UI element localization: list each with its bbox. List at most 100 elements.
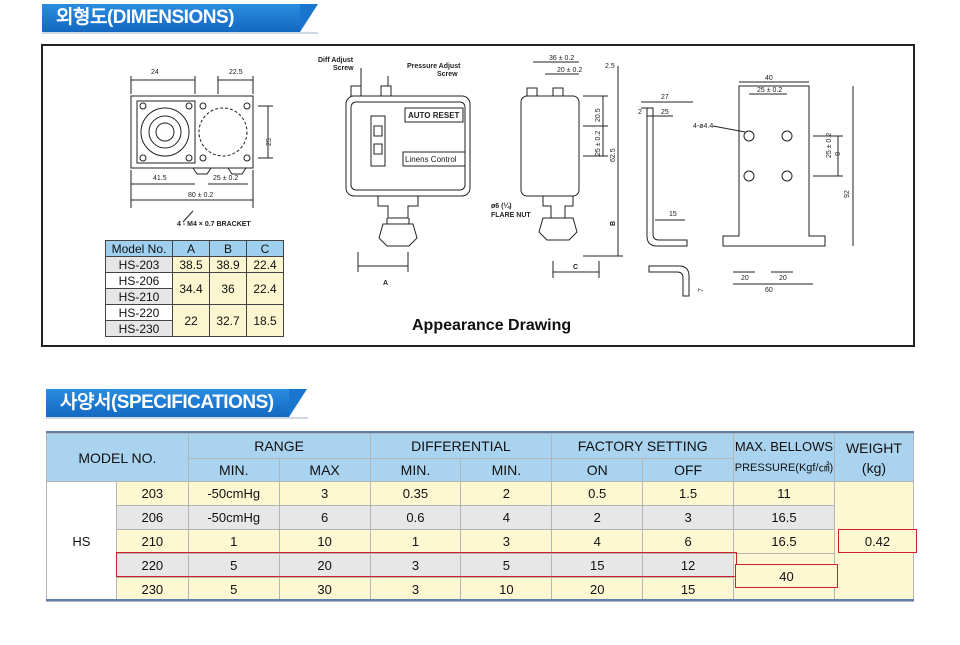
specifications-title: 사양서(SPECIFICATIONS) bbox=[60, 392, 274, 413]
dim-8: 8 bbox=[833, 152, 840, 156]
dim-b: B bbox=[610, 221, 617, 226]
spec-range-min-cell: 5 bbox=[187, 577, 280, 602]
holes-label: 4-ø4.4 bbox=[693, 123, 713, 130]
bracket-front-plate bbox=[722, 85, 826, 247]
bracket-side-profile bbox=[641, 107, 688, 247]
spec-diff-min2-cell: 2 bbox=[460, 481, 553, 506]
dim-60: 60 bbox=[765, 287, 773, 294]
spec-header-range-min: MIN. bbox=[187, 458, 280, 482]
spec-range-min-cell: -50cmHg bbox=[187, 481, 280, 506]
bracket-label: 4 - M4 × 0.7 BRACKET bbox=[177, 221, 251, 228]
front-view-left-panel bbox=[136, 100, 196, 164]
auto-reset-text: AUTO RESET bbox=[408, 111, 460, 120]
spec-range-max-cell: 10 bbox=[278, 529, 371, 554]
spec-bellows-cell: 11 bbox=[733, 481, 835, 506]
table-row: 220 5 20 3 5 15 12 bbox=[46, 553, 914, 602]
spec-range-min-cell: -50cmHg bbox=[187, 505, 280, 530]
dim-25pm-v2: 25 ± 0.2 bbox=[826, 133, 833, 158]
bracket-detail bbox=[648, 265, 690, 297]
table-row: 206 -50cmHg 6 0.6 4 2 3 16.5 bbox=[46, 505, 914, 530]
specifications-table: MODEL NO. RANGE DIFFERENTIAL FACTORY SET… bbox=[46, 433, 915, 602]
spec-off-cell: 15 bbox=[642, 577, 734, 602]
spec-header-diff-min2: MIN. bbox=[460, 458, 553, 482]
appearance-drawing-caption: Appearance Drawing bbox=[412, 317, 572, 334]
front-view-body bbox=[130, 95, 254, 169]
table-row: HS-230 bbox=[105, 320, 284, 337]
spec-range-min-cell: 5 bbox=[187, 553, 280, 578]
flare-nut-front bbox=[378, 223, 418, 247]
spec-header-bellows: MAX. BELLOWS PRESSURE(Kgf/㎠) bbox=[733, 433, 835, 482]
dim-25pm: 25 ± 0.2 bbox=[213, 175, 238, 182]
dim-25pm-v: 25 ± 0.2 bbox=[595, 131, 602, 156]
table-row: 210 1 10 1 3 4 6 16.5 bbox=[46, 529, 914, 554]
dimension-table-header: Model No. A B C bbox=[105, 240, 284, 257]
switch-scale-window bbox=[370, 115, 386, 167]
weight-value: 0.42 bbox=[864, 533, 891, 549]
spec-off-cell: 3 bbox=[642, 505, 734, 530]
diff-adjust-screw-label: Screw bbox=[333, 65, 354, 72]
pressure-adjust-label: Pressure Adjust bbox=[407, 63, 461, 70]
dim-c-cell: 22.4 bbox=[246, 272, 284, 305]
dim-model-cell: HS-210 bbox=[105, 288, 173, 305]
spec-header-off: OFF bbox=[642, 458, 734, 482]
spec-header-range-max: MAX bbox=[278, 458, 371, 482]
spec-header-weight-line1: WEIGHT bbox=[845, 439, 902, 456]
dimension-table: Model No. A B C HS-203 38.5 38.9 22.4 HS… bbox=[105, 240, 284, 337]
dim-a-cell: 38.5 bbox=[172, 256, 210, 273]
spec-header-bellows-line1: MAX. BELLOWS bbox=[734, 439, 834, 454]
switch-side-body bbox=[520, 95, 580, 197]
dim-header-model: Model No. bbox=[105, 240, 173, 257]
dim-80: 80 ± 0.2 bbox=[188, 192, 213, 199]
dim-model-cell: HS-220 bbox=[105, 304, 173, 321]
spec-header-weight-line2: (kg) bbox=[861, 459, 887, 476]
linens-control-text: Linens Control bbox=[405, 155, 457, 164]
spec-on-cell: 0.5 bbox=[551, 481, 644, 506]
spec-range-max-cell: 20 bbox=[278, 553, 371, 578]
linens-control-label-box bbox=[402, 151, 466, 167]
dim-20-5: 20.5 bbox=[595, 108, 602, 122]
spec-model-cell: 206 bbox=[115, 505, 189, 530]
dim-a-cell: 22 bbox=[172, 304, 210, 337]
spec-header-bellows-line2: PRESSURE(Kgf/㎠) bbox=[734, 462, 834, 474]
spec-range-min-cell: 1 bbox=[187, 529, 280, 554]
spec-on-cell: 15 bbox=[551, 553, 644, 578]
spec-off-cell: 6 bbox=[642, 529, 734, 554]
spec-series-cell: HS bbox=[46, 481, 117, 602]
dim-20-b: 20 bbox=[779, 275, 787, 282]
spec-on-cell: 20 bbox=[551, 577, 644, 602]
spec-model-cell: 203 bbox=[115, 481, 189, 506]
table-row: HS-203 38.5 38.9 22.4 bbox=[105, 256, 284, 273]
spec-header-on: ON bbox=[551, 458, 644, 482]
front-view-left-port bbox=[140, 107, 190, 157]
dim-model-cell: HS-206 bbox=[105, 272, 173, 289]
dimensions-tab-rule bbox=[42, 32, 318, 34]
dim-b-cell: 38.9 bbox=[209, 256, 247, 273]
front-view-right-port bbox=[198, 107, 248, 157]
dim-15: 15 bbox=[669, 211, 677, 218]
dim-25pm-2: 25 ± 0.2 bbox=[757, 87, 782, 94]
dim-36: 36 ± 0.2 bbox=[549, 55, 574, 62]
specifications-section-tab: 사양서(SPECIFICATIONS) bbox=[46, 389, 307, 417]
flare-size-label: ø6 (¼) bbox=[491, 202, 512, 210]
spec-header-range: RANGE bbox=[187, 433, 371, 459]
dimensions-section-tab: 외형도(DIMENSIONS) bbox=[42, 4, 318, 32]
dim-model-cell: HS-203 bbox=[105, 256, 173, 273]
table-row: HS-220 22 32.7 18.5 bbox=[105, 304, 284, 337]
bellows-40-value: 40 bbox=[779, 568, 794, 584]
dim-7: 7 bbox=[698, 288, 705, 292]
dimensions-title: 외형도(DIMENSIONS) bbox=[56, 7, 234, 28]
spec-table-bottom-border bbox=[46, 599, 914, 601]
spec-range-max-cell: 3 bbox=[278, 481, 371, 506]
spec-on-cell: 2 bbox=[551, 505, 644, 530]
dim-25: 25 bbox=[266, 138, 273, 146]
spec-on-cell: 4 bbox=[551, 529, 644, 554]
spec-model-cell: 210 bbox=[115, 529, 189, 554]
dim-20-a: 20 bbox=[741, 275, 749, 282]
dim-24: 24 bbox=[151, 69, 159, 76]
dim-header-c: C bbox=[246, 240, 284, 257]
spec-header-model: MODEL NO. bbox=[46, 433, 189, 482]
dim-22-5: 22.5 bbox=[229, 69, 243, 76]
dim-c-cell: 18.5 bbox=[246, 304, 284, 337]
dim-c: C bbox=[573, 264, 578, 271]
dim-model-cell: HS-230 bbox=[105, 320, 173, 337]
